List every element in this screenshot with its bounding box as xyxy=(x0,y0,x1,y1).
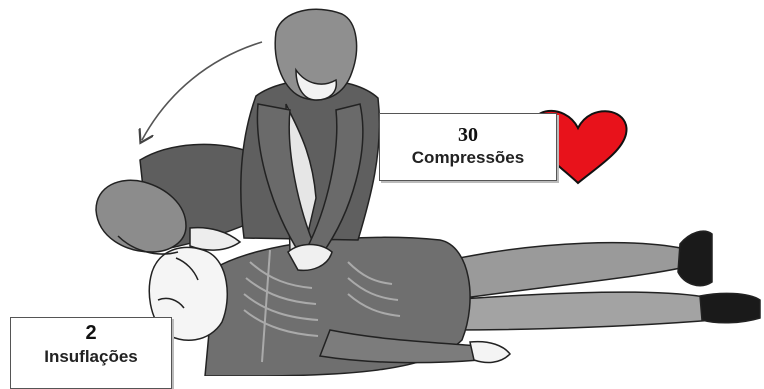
ventilations-label: Insuflações xyxy=(11,347,171,367)
compressions-count: 30 xyxy=(380,124,556,147)
curved-arrow-icon xyxy=(142,42,262,140)
victim-figure xyxy=(149,231,760,376)
compressions-label: Compressões xyxy=(380,148,556,168)
ventilations-count: 2 xyxy=(11,322,171,345)
ventilations-label-box: 2 Insuflações xyxy=(10,317,172,389)
compressions-label-box: 30 Compressões xyxy=(379,113,557,181)
ventilator-figure xyxy=(96,144,259,254)
compressor-figure xyxy=(241,9,380,270)
